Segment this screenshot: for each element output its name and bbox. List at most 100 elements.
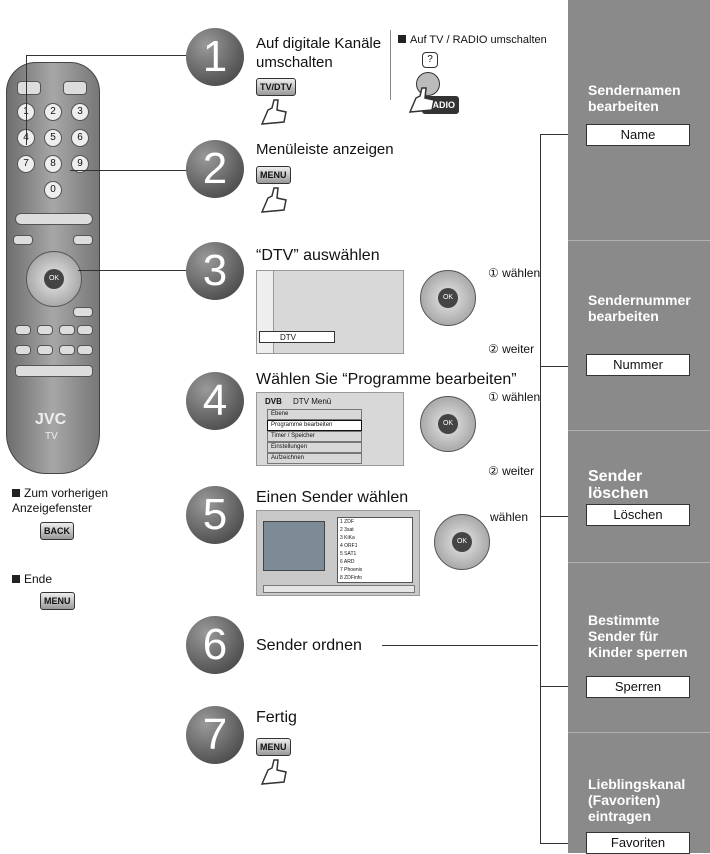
digit-0-button[interactable]: 0 <box>44 181 62 199</box>
channel-list-screen: 1 ZDF 2 3sat 3 KiKa 4 ORF1 5 SAT1 6 ARD … <box>256 510 420 596</box>
channel-list: 1 ZDF 2 3sat 3 KiKa 4 ORF1 5 SAT1 6 ARD … <box>337 517 413 583</box>
sidebar-title: Sendernamen bearbeiten <box>588 82 681 114</box>
power-button[interactable] <box>17 81 41 95</box>
dpad-icon: OK <box>420 270 476 326</box>
remote-small-button-4[interactable] <box>77 325 93 335</box>
remote-small-button-1[interactable] <box>15 325 31 335</box>
connector-line <box>382 645 538 646</box>
number-option-box[interactable]: Nummer <box>586 354 690 376</box>
lock-option-box[interactable]: Sperren <box>586 676 690 698</box>
sidebar-section-favorites: Lieblingskanal (Favoriten) eintragen Fav… <box>568 732 710 854</box>
step-6-text: Sender ordnen <box>256 637 362 654</box>
remote-menu-button[interactable] <box>73 235 93 245</box>
dpad-choose-label: wählen <box>490 510 529 524</box>
step-1-circle: 1 <box>186 28 244 86</box>
channel-row[interactable]: 6 ARD <box>340 559 355 565</box>
play-button-icon <box>416 72 440 96</box>
remote-bottom-bar[interactable] <box>15 365 93 377</box>
remote-ok-button[interactable]: OK <box>44 269 64 289</box>
digit-7-button[interactable]: 7 <box>17 155 35 173</box>
dtv-menu-screen: DVB DTV Menü Ebene Programme bearbeiten … <box>256 392 404 466</box>
step-3-text: “DTV” auswählen <box>256 247 380 264</box>
channel-row[interactable]: 5 SAT1 <box>340 551 357 557</box>
divider-line <box>390 30 391 100</box>
preview-video-image <box>263 521 325 571</box>
pointing-hand-icon <box>260 759 287 785</box>
digit-5-button[interactable]: 5 <box>44 129 62 147</box>
remote-small-button-6[interactable] <box>37 345 53 355</box>
sidebar-section-number: Sendernummer bearbeiten Nummer <box>568 240 710 431</box>
channel-row[interactable]: 4 ORF1 <box>340 543 358 549</box>
name-option-box[interactable]: Name <box>586 124 690 146</box>
channel-row[interactable]: 1 ZDF <box>340 519 354 525</box>
favorites-option-box[interactable]: Favoriten <box>586 832 690 854</box>
bullet-square <box>398 35 406 43</box>
menu-item[interactable]: Aufzeichnen <box>267 453 362 464</box>
dvb-logo: DVB <box>265 397 282 406</box>
sidebar-title: Sender löschen <box>588 468 649 502</box>
channel-row[interactable]: 7 Phoenix <box>340 567 363 573</box>
channel-row[interactable]: 2 3sat <box>340 527 354 533</box>
remote-small-button-8[interactable] <box>77 345 93 355</box>
dpad-icon: OK <box>434 514 490 570</box>
digit-6-button[interactable]: 6 <box>71 129 89 147</box>
legend-end-text: Ende <box>24 572 53 586</box>
sidebar-title: Lieblingskanal (Favoriten) eintragen <box>588 776 686 824</box>
step-1-text: Auf digitale Kanäle umschalten <box>256 35 382 71</box>
ok-button-icon: OK <box>452 532 472 552</box>
radio-note-text: Auf TV / RADIO umschalten <box>410 34 547 46</box>
remote-small-button-5[interactable] <box>15 345 31 355</box>
step-7-text: Fertig <box>256 709 297 726</box>
sidebar-title: Sendernummer bearbeiten <box>588 292 691 324</box>
remote-top-button[interactable] <box>63 81 87 95</box>
remote-small-button-7[interactable] <box>59 345 75 355</box>
options-sidebar: Sendernamen bearbeiten Name Sendernummer… <box>568 0 710 854</box>
remote-tvdtv-button[interactable] <box>13 235 33 245</box>
ok-button-icon: OK <box>438 288 458 308</box>
dtv-menu-row[interactable]: DTV <box>259 331 335 343</box>
digit-2-button[interactable]: 2 <box>44 103 62 121</box>
bracket-line <box>540 686 586 687</box>
help-key: ? <box>422 52 438 68</box>
digit-3-button[interactable]: 3 <box>71 103 89 121</box>
step-5-text: Einen Sender wählen <box>256 489 409 506</box>
step-4-circle: 4 <box>186 372 244 430</box>
legend-back-text: Zum vorherigen Anzeigefenster <box>12 486 109 515</box>
pointing-hand-icon <box>260 187 287 213</box>
bracket-line <box>540 134 586 135</box>
menu-item[interactable]: Timer / Speicher <box>267 431 362 442</box>
channel-row[interactable]: 8 ZDFinfo <box>340 575 362 581</box>
remote-small-button-2[interactable] <box>37 325 53 335</box>
step-4-text: Wählen Sie “Programme bearbeiten” <box>256 371 517 388</box>
menu-item[interactable]: Einstellungen <box>267 442 362 453</box>
remote-small-button-3[interactable] <box>59 325 75 335</box>
connector-line <box>78 270 188 271</box>
color-keys-bar[interactable] <box>15 213 93 225</box>
connector-line <box>70 170 188 171</box>
step-3-circle: 3 <box>186 242 244 300</box>
bracket-line <box>540 134 541 844</box>
digit-9-button[interactable]: 9 <box>71 155 89 173</box>
remote-back-button[interactable] <box>73 307 93 317</box>
dpad-next-label: ② weiter <box>488 342 535 356</box>
end-menu-key: MENU <box>40 592 75 610</box>
sidebar-section-delete: Sender löschen Löschen <box>568 430 710 563</box>
tvdtv-key: TV/DTV <box>256 78 297 96</box>
menu-screen-3: DTV <box>256 270 404 354</box>
menu-item-selected[interactable]: Programme bearbeiten <box>267 420 362 431</box>
bracket-line <box>540 843 586 844</box>
dtv-menu-title: DTV Menü <box>293 397 332 406</box>
delete-option-box[interactable]: Löschen <box>586 504 690 526</box>
radio-note: Auf TV / RADIO umschalten <box>398 34 547 46</box>
step-2-text: Menüleiste anzeigen <box>256 141 394 158</box>
remote-dpad[interactable]: OK <box>26 251 82 307</box>
back-key: BACK <box>40 522 74 540</box>
digit-8-button[interactable]: 8 <box>44 155 62 173</box>
channel-row[interactable]: 3 KiKa <box>340 535 355 541</box>
bracket-line <box>540 366 586 367</box>
menu-key: MENU <box>256 166 291 184</box>
legend-back: Zum vorherigen Anzeigefenster <box>12 486 172 516</box>
step-2-circle: 2 <box>186 140 244 198</box>
sidebar-section-lock: Bestimmte Sender für Kinder sperren Sper… <box>568 562 710 733</box>
menu-item[interactable]: Ebene <box>267 409 362 420</box>
